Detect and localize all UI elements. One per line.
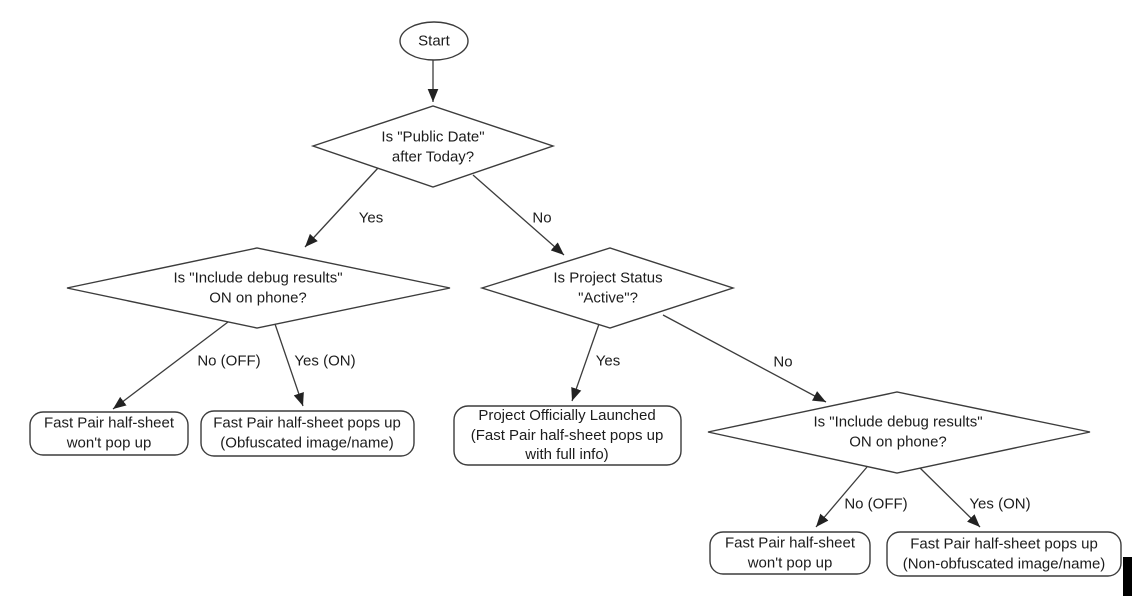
edge-status-yes [571,323,600,402]
edge-debug-right-no [815,466,868,528]
edge-status-no [662,314,827,403]
result-no-popup-right-shape [709,531,871,575]
decision-debug-right-shape [707,391,1091,474]
decision-public-date-shape [310,105,556,188]
result-launched-shape [453,405,682,466]
decision-project-status-shape [479,247,736,329]
start-node-shape [399,21,469,61]
edge-debug-left-no [112,321,229,410]
text-cursor-caret [1123,557,1132,596]
result-obfuscated-shape [200,410,415,457]
decision-debug-left-shape [66,247,451,329]
edge-public-date-yes [304,167,379,248]
edge-public-date-no [472,174,565,256]
edge-debug-left-yes [274,323,304,407]
edge-debug-right-yes [919,467,981,528]
result-non-obfuscated-shape [886,531,1122,577]
result-no-popup-left-shape [29,411,189,456]
